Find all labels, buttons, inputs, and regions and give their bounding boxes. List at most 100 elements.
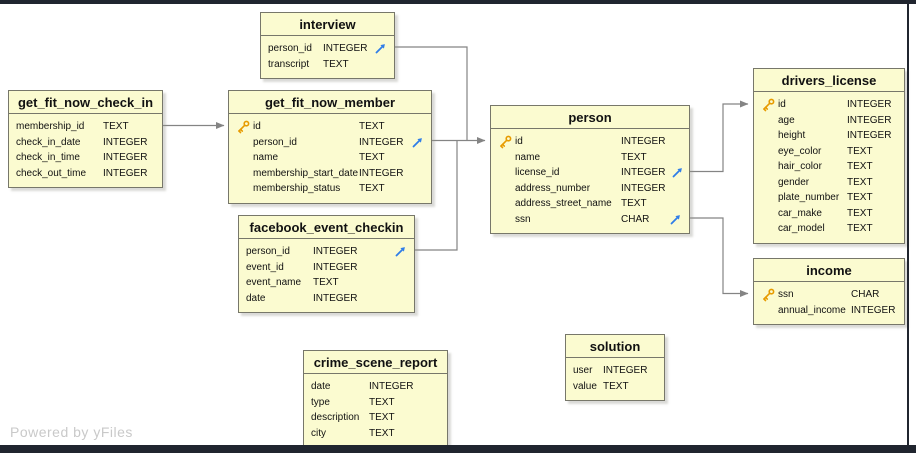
table-row: id INTEGER [495, 134, 682, 150]
yfiles-watermark: Powered by yFiles [10, 424, 133, 440]
table-row: address_street_name TEXT [495, 196, 682, 212]
column-type: TEXT [369, 427, 395, 439]
table-node-person[interactable]: person id INTEGER name TEXT license_id I… [490, 105, 690, 234]
table-title: crime_scene_report [304, 351, 447, 374]
table-row: person_id INTEGER [268, 41, 387, 57]
table-row: gender TEXT [758, 175, 897, 191]
column-name: car_make [778, 207, 822, 219]
column-name: height [778, 130, 806, 142]
column-type: INTEGER [847, 114, 892, 126]
column-type: TEXT [621, 151, 647, 163]
column-type: INTEGER [313, 246, 358, 258]
column-type: INTEGER [603, 365, 648, 377]
table-row: check_in_date INTEGER [16, 135, 155, 151]
column-name: plate_number [778, 192, 840, 204]
table-node-facebook-event-checkin[interactable]: facebook_event_checkin person_id INTEGER… [238, 215, 415, 313]
column-type: TEXT [847, 207, 873, 219]
column-type: INTEGER [847, 130, 892, 142]
column-type: TEXT [847, 161, 873, 173]
column-name: id [253, 121, 261, 133]
table-row: hair_color TEXT [758, 159, 897, 175]
column-name: address_street_name [515, 198, 612, 210]
table-node-crime-scene-report[interactable]: crime_scene_report date INTEGER type TEX… [303, 350, 448, 448]
column-type: TEXT [103, 121, 129, 133]
table-row: ssn CHAR [495, 212, 682, 228]
table-row: type TEXT [311, 395, 440, 411]
table-row: ssn CHAR [758, 287, 897, 303]
key-icon [495, 135, 515, 149]
column-type: TEXT [359, 152, 385, 164]
column-type: INTEGER [621, 136, 666, 148]
foreign-key-icon [368, 42, 387, 55]
table-title: get_fit_now_check_in [9, 91, 162, 114]
column-name: value [573, 380, 597, 392]
table-row: event_name TEXT [246, 275, 407, 291]
table-title: facebook_event_checkin [239, 216, 414, 239]
column-name: gender [778, 176, 810, 188]
table-node-interview[interactable]: interview person_id INTEGER transcript T… [260, 12, 395, 79]
table-node-get-fit-now-member[interactable]: get_fit_now_member id TEXT person_id INT… [228, 90, 432, 204]
table-title: get_fit_now_member [229, 91, 431, 114]
column-name: ssn [515, 213, 531, 225]
table-row: city TEXT [311, 426, 440, 442]
column-name: address_number [515, 182, 591, 194]
column-name: person_id [268, 43, 312, 55]
table-row: membership_status TEXT [233, 181, 424, 197]
table-row: value TEXT [573, 379, 657, 395]
table-row: age INTEGER [758, 113, 897, 129]
column-type: INTEGER [323, 43, 368, 55]
column-name: check_out_time [16, 167, 87, 179]
edge-person-to-drivers-license[interactable] [690, 100, 749, 173]
column-name: name [515, 151, 541, 163]
column-type: TEXT [369, 412, 395, 424]
column-name: person_id [246, 246, 290, 258]
table-node-income[interactable]: income ssn CHAR annual_income INTEGER [753, 258, 905, 325]
foreign-key-icon [388, 245, 407, 258]
column-name: license_id [515, 167, 560, 179]
key-icon [758, 288, 778, 302]
table-node-drivers-license[interactable]: drivers_license id INTEGER age INTEGER h… [753, 68, 905, 244]
window-right-border [907, 4, 909, 445]
column-type: INTEGER [621, 182, 666, 194]
column-name: description [311, 412, 360, 424]
column-type: TEXT [359, 183, 385, 195]
column-type: CHAR [621, 213, 650, 225]
column-type: INTEGER [313, 292, 358, 304]
column-type: TEXT [313, 277, 339, 289]
column-name: hair_color [778, 161, 822, 173]
window-top-bar [0, 0, 916, 4]
column-type: INTEGER [851, 304, 896, 316]
column-type: INTEGER [103, 136, 148, 148]
column-type: INTEGER [359, 167, 404, 179]
column-type: TEXT [323, 58, 349, 70]
column-name: user [573, 365, 593, 377]
column-name: city [311, 427, 326, 439]
foreign-key-icon [665, 166, 684, 179]
table-row: car_make TEXT [758, 206, 897, 222]
edge-person-to-income[interactable] [690, 217, 749, 298]
table-node-get-fit-now-check-in[interactable]: get_fit_now_check_in membership_id TEXT … [8, 90, 163, 188]
column-type: INTEGER [103, 152, 148, 164]
column-name: event_id [246, 261, 284, 273]
column-name: ssn [778, 289, 794, 301]
table-row: height INTEGER [758, 128, 897, 144]
table-row: check_in_time INTEGER [16, 150, 155, 166]
column-name: check_in_date [16, 136, 81, 148]
column-type: TEXT [603, 380, 629, 392]
column-type: INTEGER [313, 261, 358, 273]
table-title: drivers_license [754, 69, 904, 92]
table-row: event_id INTEGER [246, 260, 407, 276]
column-name: age [778, 114, 795, 126]
column-name: date [311, 381, 331, 393]
table-row: id INTEGER [758, 97, 897, 113]
table-row: name TEXT [233, 150, 424, 166]
table-node-solution[interactable]: solution user INTEGER value TEXT [565, 334, 665, 401]
column-name: transcript [268, 58, 310, 70]
table-row: date INTEGER [246, 291, 407, 307]
table-row: user INTEGER [573, 363, 657, 379]
table-title: interview [261, 13, 394, 36]
column-type: TEXT [847, 176, 873, 188]
table-title: solution [566, 335, 664, 358]
table-row: membership_start_date INTEGER [233, 166, 424, 182]
table-title: income [754, 259, 904, 282]
